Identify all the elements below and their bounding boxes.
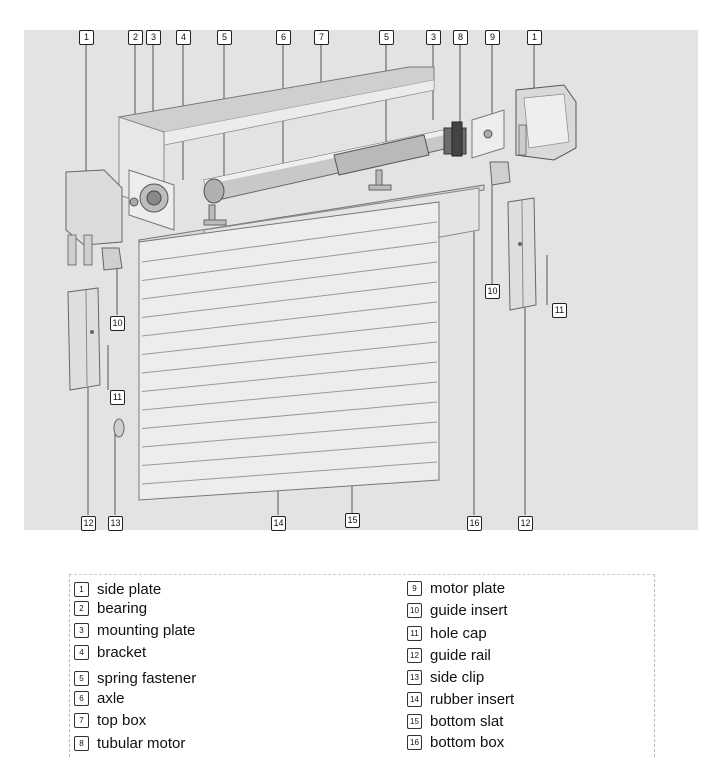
callout-1-right: 1 bbox=[527, 30, 542, 45]
callout-7: 7 bbox=[314, 30, 329, 45]
callout-2: 2 bbox=[128, 30, 143, 45]
side-clip-shapes bbox=[101, 161, 511, 438]
slat-lines bbox=[141, 221, 438, 485]
curtain-shape bbox=[138, 184, 485, 501]
bearing-shape bbox=[128, 169, 175, 231]
diagram-drawing bbox=[65, 43, 577, 515]
callout-15: 15 bbox=[345, 513, 360, 528]
callout-16: 16 bbox=[467, 516, 482, 531]
callout-10-right: 10 bbox=[485, 284, 500, 299]
exploded-diagram: 1 2 3 4 5 6 7 5 3 8 9 1 10 11 10 11 12 1… bbox=[24, 30, 698, 531]
motor-plate-shape bbox=[471, 109, 505, 159]
callout-6: 6 bbox=[276, 30, 291, 45]
callout-8: 8 bbox=[453, 30, 468, 45]
callout-1-left: 1 bbox=[79, 30, 94, 45]
callout-11-right: 11 bbox=[552, 303, 567, 318]
right-side-plate-shape bbox=[515, 84, 577, 161]
tubular-motor-shape bbox=[333, 121, 467, 176]
callout-5-left: 5 bbox=[217, 30, 232, 45]
guide-rail-shapes bbox=[67, 197, 537, 391]
left-side-plate-shape bbox=[65, 169, 123, 266]
callout-12-right: 12 bbox=[518, 516, 533, 531]
callout-10-left: 10 bbox=[110, 316, 125, 331]
leader-lines bbox=[85, 43, 548, 515]
callout-5-right: 5 bbox=[379, 30, 394, 45]
callout-3-right: 3 bbox=[426, 30, 441, 45]
callout-13: 13 bbox=[108, 516, 123, 531]
callout-3-left: 3 bbox=[146, 30, 161, 45]
callout-9: 9 bbox=[485, 30, 500, 45]
callout-4: 4 bbox=[176, 30, 191, 45]
callout-12-left: 12 bbox=[81, 516, 96, 531]
callout-11-left: 11 bbox=[110, 390, 125, 405]
callout-14: 14 bbox=[271, 516, 286, 531]
